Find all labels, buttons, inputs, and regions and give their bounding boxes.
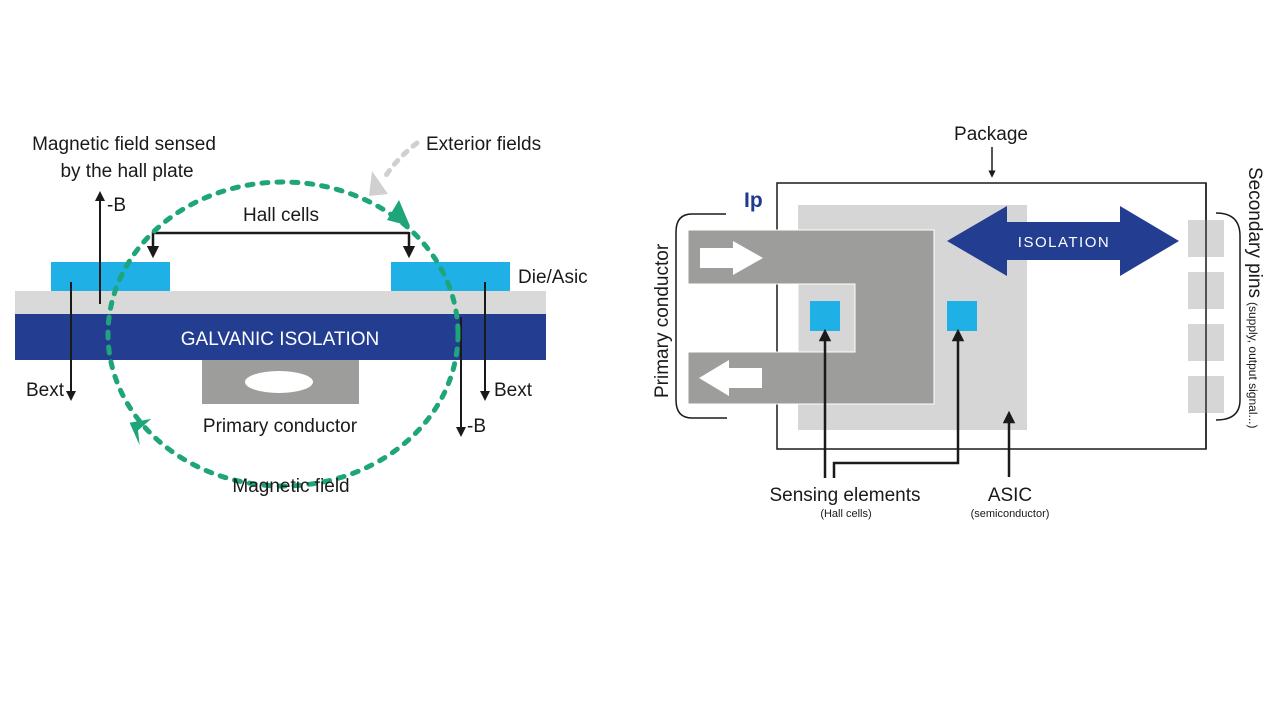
- exterior-fields-label: Exterior fields: [426, 134, 541, 155]
- minus-b-label-right: -B: [467, 416, 486, 437]
- isolation-double-arrow: [947, 206, 1179, 276]
- current-out-arrow: [699, 360, 762, 396]
- secondary-pins-label: Secondary pins(supply, output signal...): [1244, 167, 1265, 428]
- exterior-field-arrowhead: [369, 171, 388, 196]
- title-line-1: Magnetic field sensed: [32, 134, 216, 155]
- hall-plate-left: [51, 262, 170, 291]
- hall-cell-1: [810, 301, 840, 331]
- die-asic-label: Die/Asic: [518, 267, 588, 288]
- current-in-arrow: [700, 241, 763, 275]
- field-arrowhead-bottom: [129, 418, 152, 446]
- asic-note: (semiconductor): [971, 508, 1050, 520]
- secondary-pins-bracket: [1215, 212, 1241, 421]
- exterior-field-line: [380, 140, 420, 183]
- field-arrowhead-top: [387, 200, 410, 226]
- hall-cells-label: Hall cells: [243, 205, 319, 226]
- sensing-pointer-2: [832, 328, 965, 478]
- right-diagram: Package ISOLATION Secondary pins(supply,…: [652, 124, 1265, 520]
- isolation-label: ISOLATION: [1018, 234, 1110, 251]
- sensing-elements-note: (Hall cells): [820, 508, 871, 520]
- primary-conductor-label-right: Primary conductor: [652, 243, 673, 398]
- title-line-2: by the hall plate: [60, 161, 193, 182]
- galvanic-isolation-label: GALVANIC ISOLATION: [181, 329, 380, 350]
- hall-cell-2: [947, 301, 977, 331]
- primary-conductor-label: Primary conductor: [203, 416, 358, 437]
- sensing-elements-label: Sensing elements: [769, 485, 920, 506]
- ip-label: Ip: [744, 189, 763, 212]
- conductor-cross-section: [245, 371, 313, 393]
- asic-label: ASIC: [988, 485, 1032, 506]
- bext-label-right: Bext: [494, 380, 533, 401]
- bext-label-left: Bext: [26, 380, 65, 401]
- magnetic-field-label: Magnetic field: [232, 476, 349, 497]
- left-diagram: Magnetic field sensed by the hall plate …: [15, 134, 588, 497]
- magnetic-field-loop: [105, 179, 461, 489]
- substrate-layer: [15, 291, 546, 314]
- minus-b-label-left: -B: [107, 195, 126, 216]
- primary-conductor-bracket: [675, 213, 727, 419]
- primary-conductor-u: [687, 229, 935, 405]
- package-label: Package: [954, 124, 1028, 145]
